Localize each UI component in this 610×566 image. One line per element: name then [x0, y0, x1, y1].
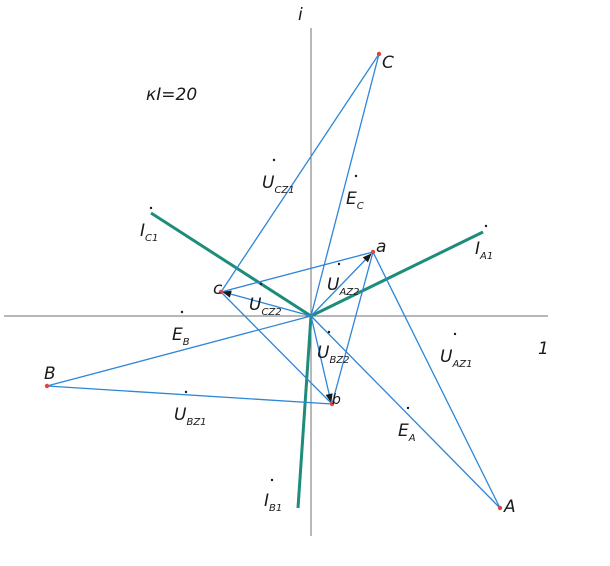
- svg-text:UBZ2: UBZ2: [317, 343, 350, 366]
- drop-ucz1: [220, 53, 380, 293]
- label-ia1: IA1: [475, 224, 493, 262]
- current-vectors: [150, 211, 484, 509]
- load-side-ca: [220, 251, 374, 293]
- label-uaz1: UAZ1: [440, 332, 473, 370]
- emf-vectors: [46, 53, 501, 509]
- current-ia1: [310, 230, 484, 318]
- point-C: [376, 51, 382, 57]
- label-ic1: IC1: [140, 206, 158, 244]
- label-C: C: [382, 53, 394, 73]
- current-ic1: [150, 211, 312, 318]
- vector-labels: EA EB EC UAZ1 UBZ1 UCZ1 UAZ2 UBZ2: [140, 158, 493, 514]
- voltage-ucz2: [222, 290, 312, 317]
- label-B: B: [44, 364, 56, 384]
- point-c: [218, 289, 224, 295]
- svg-text:UCZ2: UCZ2: [249, 295, 282, 318]
- point-a: [370, 249, 376, 255]
- point-b: [329, 401, 335, 407]
- svg-text:IB1: IB1: [264, 491, 282, 514]
- svg-text:UAZ2: UAZ2: [327, 275, 360, 298]
- svg-text:EA: EA: [398, 421, 416, 444]
- point-A: [497, 505, 503, 511]
- current-ib1: [296, 315, 313, 509]
- load-side-ab: [331, 251, 374, 405]
- label-ib1: IB1: [264, 478, 282, 514]
- x-axis-label: 1: [538, 339, 549, 359]
- z2-vectors: [220, 251, 374, 405]
- label-A: A: [503, 497, 516, 517]
- points: [44, 51, 503, 511]
- axes: 1 i: [4, 5, 549, 536]
- voltage-uaz2: [310, 253, 372, 317]
- svg-text:UAZ1: UAZ1: [440, 347, 473, 370]
- emf-ea: [310, 315, 501, 509]
- svg-text:IC1: IC1: [140, 221, 158, 244]
- label-ubz2: UBZ2: [317, 330, 350, 366]
- label-ubz1: UBZ1: [174, 390, 207, 428]
- label-ucz1: UCZ1: [262, 158, 295, 196]
- label-uaz2: UAZ2: [327, 262, 360, 298]
- load-side-cb: [220, 291, 333, 405]
- label-ea: EA: [398, 406, 416, 444]
- voltage-ubz2: [310, 315, 333, 403]
- label-ec: EC: [346, 174, 364, 212]
- svg-text:UBZ1: UBZ1: [174, 405, 207, 428]
- emf-eb: [46, 315, 312, 387]
- label-eb: EB: [172, 310, 190, 348]
- svg-text:EB: EB: [172, 325, 190, 348]
- y-axis-label: i: [298, 5, 303, 25]
- svg-text:IA1: IA1: [475, 239, 493, 262]
- label-a: a: [376, 237, 386, 257]
- coefficient-label: кI=20: [146, 85, 197, 105]
- label-b: b: [332, 392, 341, 408]
- drop-uaz1: [372, 251, 501, 509]
- point-labels: A B C a b c: [44, 53, 516, 517]
- svg-text:UCZ1: UCZ1: [262, 173, 295, 196]
- label-c: c: [213, 279, 223, 299]
- svg-text:EC: EC: [346, 189, 364, 212]
- emf-ec: [310, 53, 380, 317]
- label-ucz2: UCZ2: [249, 282, 282, 318]
- point-B: [44, 383, 50, 389]
- drop-ubz1: [46, 385, 333, 405]
- z1-drops: [46, 53, 501, 509]
